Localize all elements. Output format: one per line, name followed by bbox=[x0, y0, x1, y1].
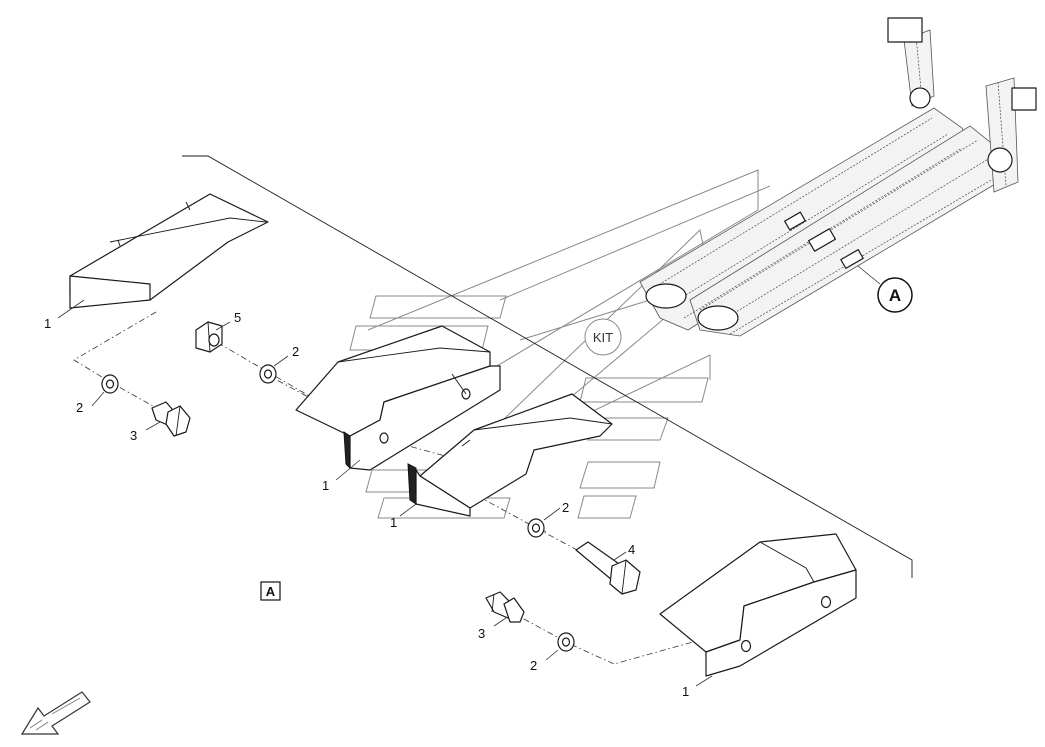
callout-1-center-lower: 1 bbox=[390, 515, 397, 530]
wear-shoe-bottom-right bbox=[659, 533, 857, 677]
view-label: A bbox=[266, 584, 276, 599]
ghost-stack-right bbox=[577, 377, 709, 519]
callout-numbers: 1 2 3 5 2 1 1 2 4 3 2 1 bbox=[44, 310, 689, 699]
wear-shoe-center-upper bbox=[295, 325, 501, 471]
reference-lines bbox=[182, 155, 913, 578]
washer-part-2-a bbox=[101, 374, 119, 394]
kit-marker: KIT bbox=[584, 318, 622, 356]
callout-5: 5 bbox=[234, 310, 241, 325]
washer-part-2-d bbox=[557, 632, 575, 652]
view-label-box: A bbox=[260, 581, 281, 601]
bolt-part-3-lower bbox=[485, 591, 525, 623]
callout-2-center: 2 bbox=[562, 500, 569, 515]
bolt-part-4 bbox=[575, 541, 641, 595]
callout-2-lower: 2 bbox=[530, 658, 537, 673]
callout-1-top-left: 1 bbox=[44, 316, 51, 331]
nut-part-5 bbox=[195, 321, 223, 353]
callout-1-bottom-right: 1 bbox=[682, 684, 689, 699]
callout-4: 4 bbox=[628, 542, 635, 557]
bolt-part-3-upper bbox=[151, 401, 191, 437]
wear-shoe-top-left bbox=[69, 193, 269, 309]
chain-conveyor-assembly bbox=[639, 17, 1037, 337]
wear-shoe-center-lower bbox=[407, 393, 613, 517]
kit-label: KIT bbox=[593, 330, 613, 345]
callout-3-upper: 3 bbox=[130, 428, 137, 443]
washer-part-2-c bbox=[527, 518, 545, 538]
detail-marker-label: A bbox=[889, 286, 901, 305]
callout-2-left: 2 bbox=[76, 400, 83, 415]
callout-3-lower: 3 bbox=[478, 626, 485, 641]
direction-arrow-icon bbox=[20, 691, 91, 735]
detail-marker-a[interactable]: A bbox=[857, 265, 913, 313]
washer-part-2-b bbox=[259, 364, 277, 384]
callout-1-center-upper: 1 bbox=[322, 478, 329, 493]
callout-2-upper: 2 bbox=[292, 344, 299, 359]
leader-lines bbox=[57, 299, 713, 687]
